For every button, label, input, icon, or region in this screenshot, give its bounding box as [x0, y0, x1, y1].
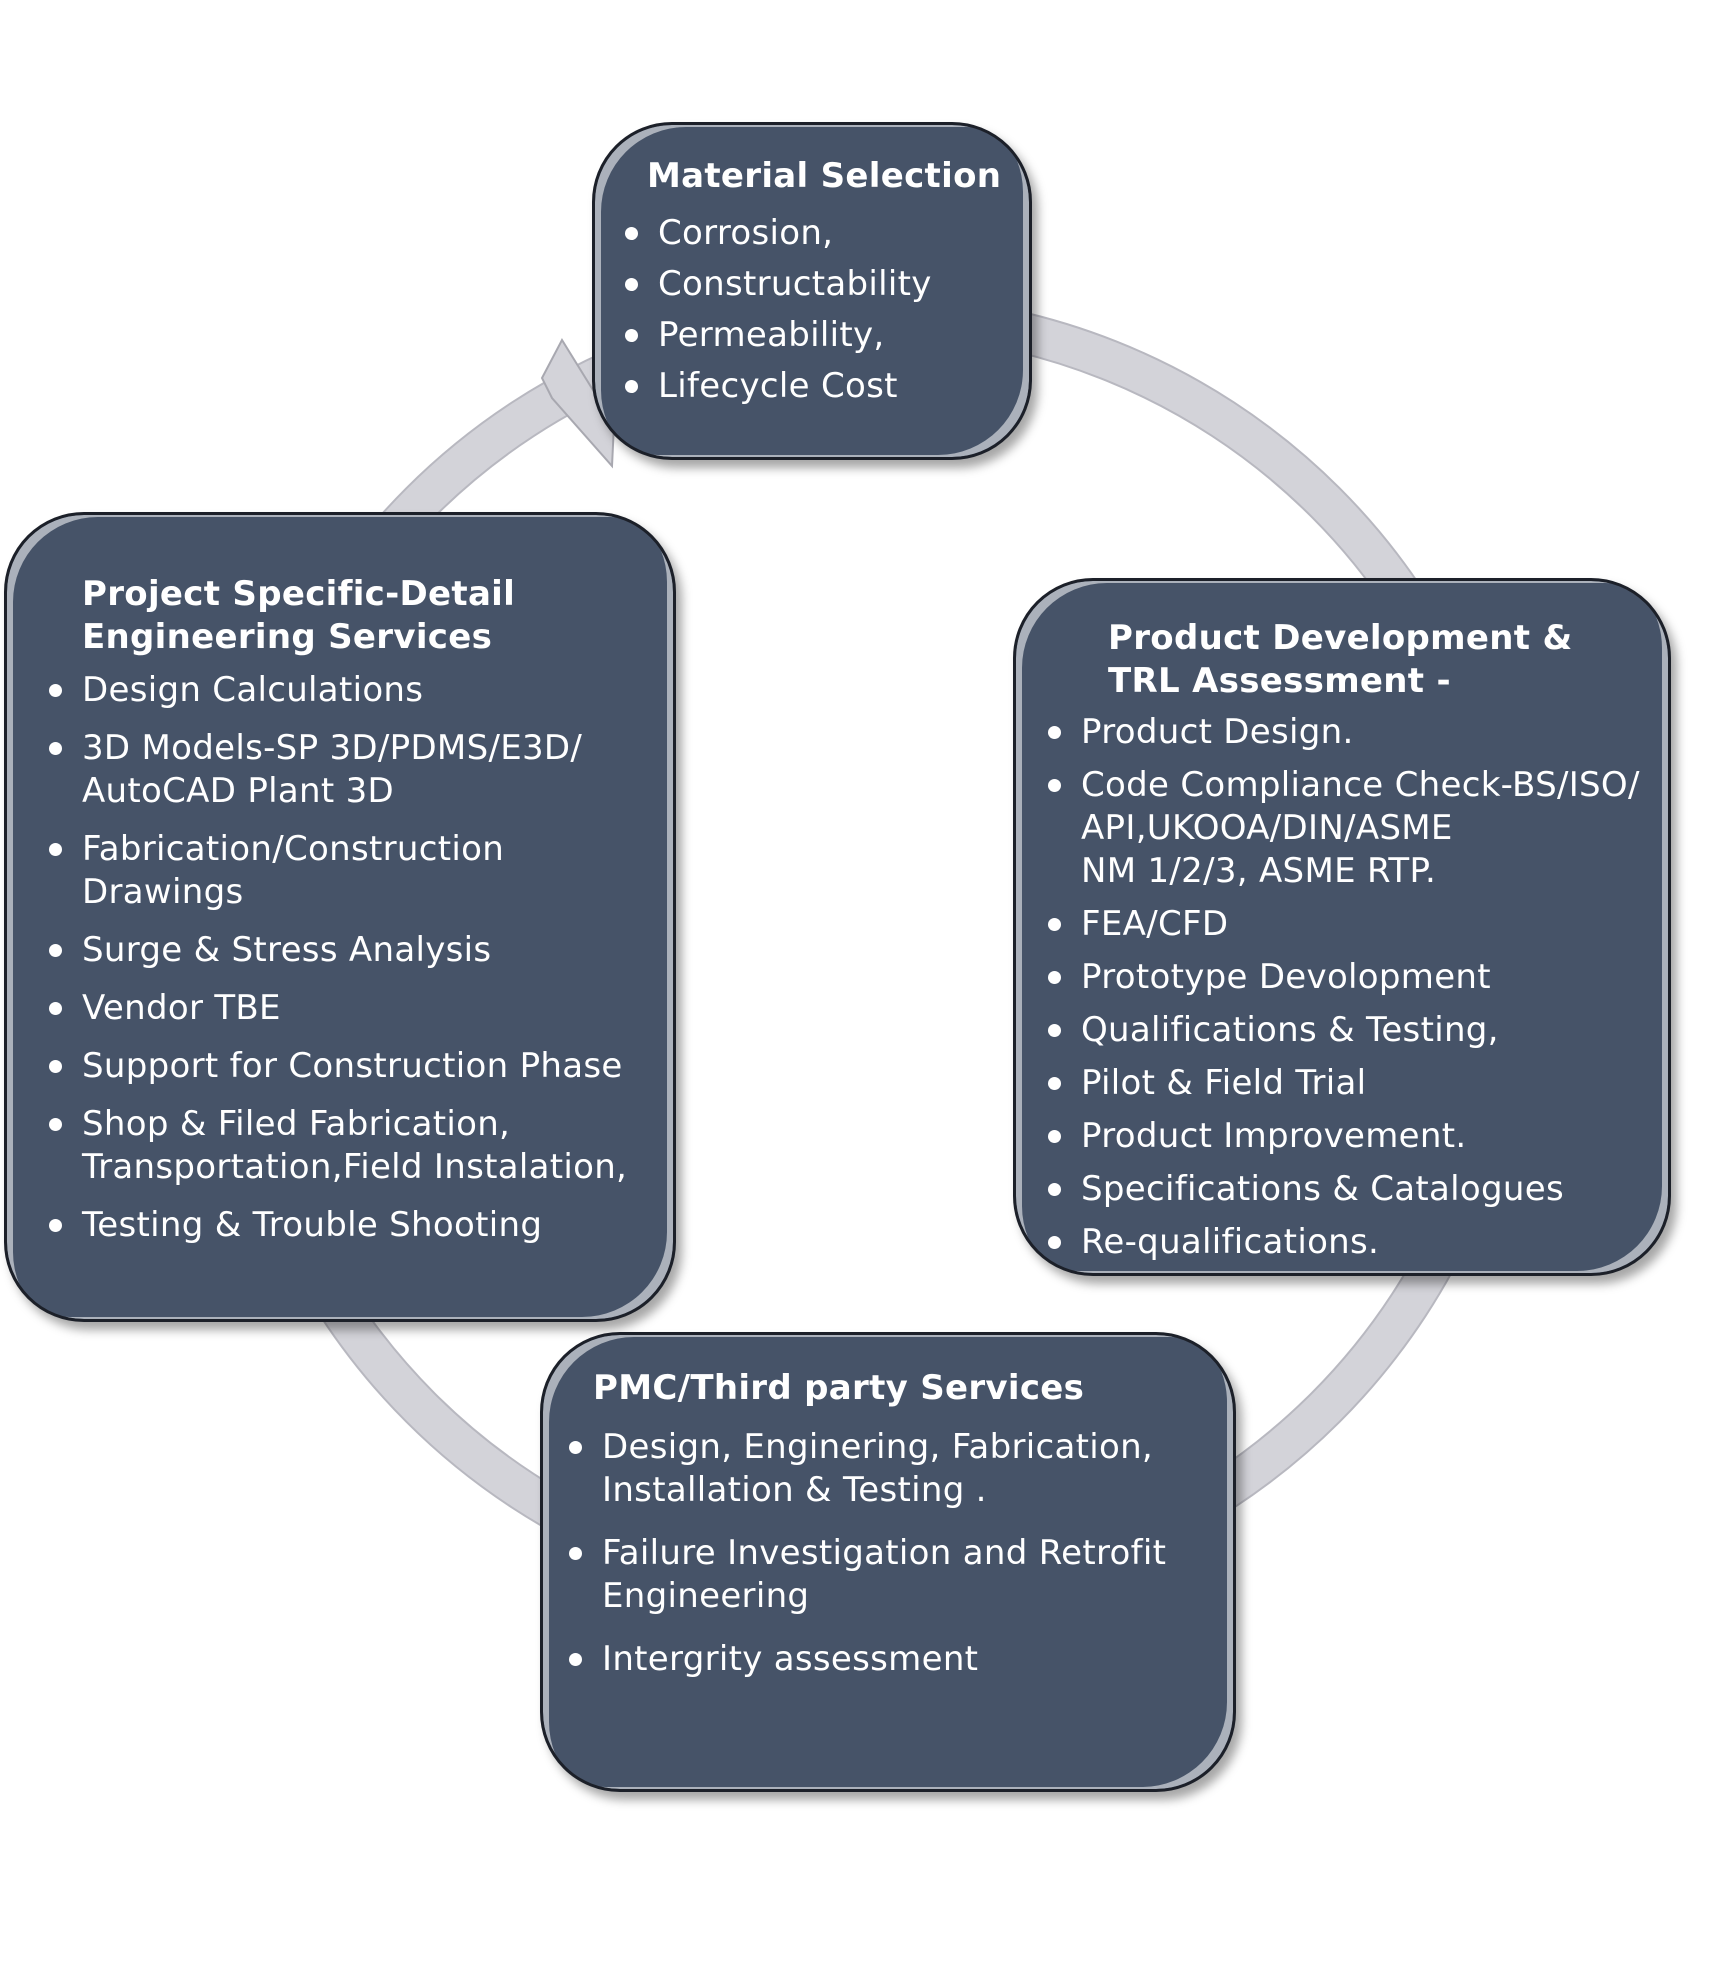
bullet-icon — [569, 1547, 582, 1560]
bullet-icon — [569, 1441, 582, 1454]
bullet-icon — [1048, 1130, 1061, 1143]
list-item: Pilot & Field Trial — [1048, 1062, 1648, 1105]
bullet-icon — [625, 278, 638, 291]
node-project-specific-engineering: Project Specific-Detail Engineering Serv… — [4, 512, 676, 1322]
list-item-text: Vendor TBE — [82, 988, 281, 1028]
node-title: Product Development & TRL Assessment - — [1108, 618, 1573, 701]
bullet-icon — [49, 1118, 62, 1131]
bullet-icon — [49, 1060, 62, 1073]
bullet-icon — [1048, 971, 1061, 984]
list-item-text: Code Compliance Check-BS/ISO/ API,UKOOA/… — [1081, 765, 1640, 891]
list-item-text: Corrosion, — [658, 213, 834, 253]
node-list: Design, Enginering, Fabrication, Install… — [569, 1426, 1213, 1681]
list-item-text: Constructability — [658, 264, 932, 304]
list-item-text: Shop & Filed Fabrication, Transportation… — [82, 1104, 628, 1187]
list-item: Intergrity assessment — [569, 1638, 1213, 1681]
bullet-icon — [1048, 918, 1061, 931]
list-item: Fabrication/Construction Drawings — [49, 828, 653, 914]
node-material-selection: Material Selection Corrosion, Constructa… — [592, 122, 1032, 460]
node-pmc-third-party-services: PMC/Third party Services Design, Enginer… — [540, 1332, 1236, 1792]
bullet-icon — [49, 843, 62, 856]
list-item: Re-qualifications. — [1048, 1221, 1648, 1264]
list-item: Design Calculations — [49, 669, 653, 712]
list-item-text: Intergrity assessment — [602, 1639, 979, 1679]
node-list: Design Calculations 3D Models-SP 3D/PDMS… — [49, 669, 653, 1247]
list-item: Design, Enginering, Fabrication, Install… — [569, 1426, 1213, 1512]
list-item: Permeability, — [625, 314, 1009, 357]
list-item-text: 3D Models-SP 3D/PDMS/E3D/ AutoCAD Plant … — [82, 728, 583, 811]
bullet-icon — [49, 742, 62, 755]
list-item-text: Permeability, — [658, 315, 885, 355]
node-title: Project Specific-Detail Engineering Serv… — [82, 574, 516, 657]
list-item: Support for Construction Phase — [49, 1045, 653, 1088]
list-item: Testing & Trouble Shooting — [49, 1204, 653, 1247]
bullet-icon — [625, 329, 638, 342]
list-item-text: Re-qualifications. — [1081, 1222, 1380, 1262]
node-product-development: Product Development & TRL Assessment - P… — [1013, 578, 1671, 1276]
node-title: PMC/Third party Services — [593, 1368, 1085, 1408]
list-item-text: Fabrication/Construction Drawings — [82, 829, 505, 912]
bullet-icon — [49, 1219, 62, 1232]
bullet-icon — [1048, 1183, 1061, 1196]
list-item: Lifecycle Cost — [625, 365, 1009, 408]
bullet-icon — [1048, 779, 1061, 792]
list-item-text: Surge & Stress Analysis — [82, 930, 492, 970]
node-title: Material Selection — [647, 156, 1002, 196]
bullet-icon — [1048, 726, 1061, 739]
list-item: Code Compliance Check-BS/ISO/ API,UKOOA/… — [1048, 764, 1648, 893]
list-item-text: Product Improvement. — [1081, 1116, 1467, 1156]
list-item: Product Design. — [1048, 711, 1648, 754]
list-item-text: Prototype Devolopment — [1081, 957, 1491, 997]
list-item: FEA/CFD — [1048, 903, 1648, 946]
list-item-text: Lifecycle Cost — [658, 366, 898, 406]
list-item-text: Qualifications & Testing, — [1081, 1010, 1499, 1050]
bullet-icon — [625, 227, 638, 240]
list-item: Vendor TBE — [49, 987, 653, 1030]
list-item-text: Pilot & Field Trial — [1081, 1063, 1367, 1103]
list-item-text: Failure Investigation and Retrofit Engin… — [602, 1533, 1167, 1616]
list-item: Constructability — [625, 263, 1009, 306]
list-item: Surge & Stress Analysis — [49, 929, 653, 972]
list-item: Specifications & Catalogues — [1048, 1168, 1648, 1211]
bullet-icon — [49, 1002, 62, 1015]
list-item: 3D Models-SP 3D/PDMS/E3D/ AutoCAD Plant … — [49, 727, 653, 813]
list-item-text: Testing & Trouble Shooting — [82, 1205, 543, 1245]
node-list: Product Design. Code Compliance Check-BS… — [1048, 711, 1648, 1264]
list-item: Qualifications & Testing, — [1048, 1009, 1648, 1052]
list-item-text: Specifications & Catalogues — [1081, 1169, 1564, 1209]
list-item: Product Improvement. — [1048, 1115, 1648, 1158]
list-item: Shop & Filed Fabrication, Transportation… — [49, 1103, 653, 1189]
list-item-text: Product Design. — [1081, 712, 1354, 752]
list-item-text: Design Calculations — [82, 670, 424, 710]
bullet-icon — [1048, 1236, 1061, 1249]
bullet-icon — [1048, 1024, 1061, 1037]
list-item: Failure Investigation and Retrofit Engin… — [569, 1532, 1213, 1618]
bullet-icon — [1048, 1077, 1061, 1090]
list-item-text: Design, Enginering, Fabrication, Install… — [602, 1427, 1154, 1510]
node-list: Corrosion, Constructability Permeability… — [625, 212, 1009, 408]
bullet-icon — [49, 944, 62, 957]
list-item: Corrosion, — [625, 212, 1009, 255]
list-item-text: FEA/CFD — [1081, 904, 1229, 944]
list-item: Prototype Devolopment — [1048, 956, 1648, 999]
list-item-text: Support for Construction Phase — [82, 1046, 623, 1086]
bullet-icon — [625, 380, 638, 393]
bullet-icon — [49, 684, 62, 697]
bullet-icon — [569, 1653, 582, 1666]
